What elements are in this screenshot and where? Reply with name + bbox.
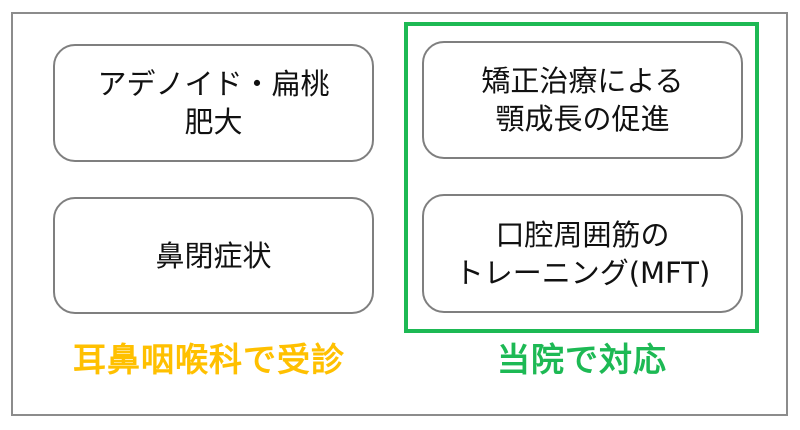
- clinic-handles-label: 当院で対応: [497, 340, 667, 379]
- clinic-treatment-group: [404, 22, 759, 333]
- card-adenoid-tonsil-hypertrophy: アデノイド・扁桃 肥大: [53, 44, 374, 162]
- card-orthodontic-jaw-growth: 矯正治療による 顎成長の促進: [422, 41, 743, 159]
- card-nasal-obstruction: 鼻閉症状: [53, 197, 374, 314]
- card-text: アデノイド・扁桃 肥大: [97, 67, 330, 139]
- card-text: 矯正治療による 顎成長の促進: [481, 64, 684, 136]
- ent-visit-label: 耳鼻咽喉科で受診: [73, 340, 345, 379]
- outer-frame: [11, 12, 788, 416]
- card-mft-training: 口腔周囲筋の トレーニング(MFT): [422, 194, 743, 313]
- card-text: 口腔周囲筋の トレーニング(MFT): [454, 217, 711, 290]
- card-text: 鼻閉症状: [155, 238, 272, 273]
